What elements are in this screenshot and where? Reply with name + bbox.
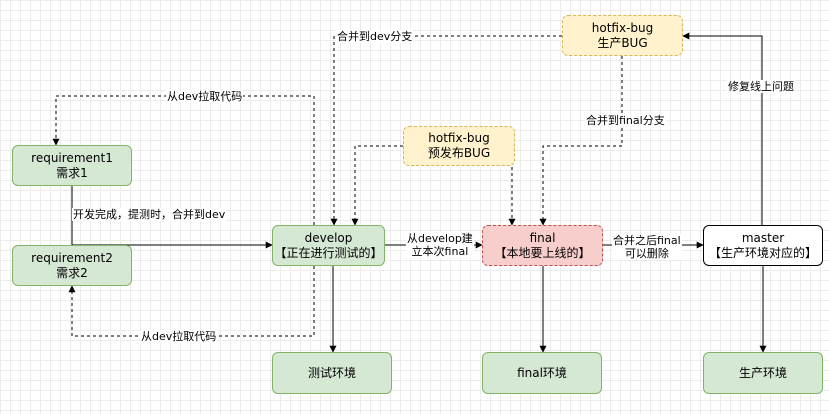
edge-label-delete-final-line1: 合并之后final xyxy=(613,234,681,247)
edge-label-create-final-line1: 从develop建 xyxy=(407,232,473,245)
edge-label-fix-online: 修复线上问题 xyxy=(727,80,795,93)
requirement2-node[interactable]: requirement2 需求2 xyxy=(12,245,132,286)
develop-node[interactable]: develop 【正在进行测试的】 xyxy=(272,225,385,266)
edge-label-delete-final: 合并之后final 可以删除 xyxy=(612,234,682,260)
edge-develop-to-req2 xyxy=(68,266,315,337)
master-subtitle: 【生产环境对应的】 xyxy=(708,245,817,260)
hotfix-prebug-node[interactable]: hotfix-bug 预发布BUG xyxy=(403,126,515,166)
edge-label-merge-to-dev-branch: 合并到dev分支 xyxy=(336,30,414,43)
edge-hotfix-prebug-to-develop xyxy=(351,145,403,226)
edge-label-merge-to-final-branch: 合并到final分支 xyxy=(585,114,666,127)
master-title: master xyxy=(741,230,785,245)
final-env-label: final环境 xyxy=(517,365,567,380)
hotfix-prebug-title: hotfix-bug xyxy=(428,131,490,145)
edge-label-dev-done: 开发完成，提测时，合并到dev xyxy=(72,208,227,221)
final-title: final xyxy=(529,230,556,245)
requirement1-node[interactable]: requirement1 需求1 xyxy=(12,145,132,186)
prod-env-label: 生产环境 xyxy=(738,365,787,380)
edge-label-pull-from-dev-bottom: 从dev拉取代码 xyxy=(140,330,218,343)
edge-label-pull-from-dev-top: 从dev拉取代码 xyxy=(166,90,244,103)
edge-master-to-hotfix-prod xyxy=(682,32,763,225)
edge-label-create-final-line2: 立本次final xyxy=(411,245,469,258)
hotfix-prod-subtitle: 生产BUG xyxy=(597,35,648,50)
hotfix-prebug-subtitle: 预发布BUG xyxy=(427,146,491,160)
final-node[interactable]: final 【本地要上线的】 xyxy=(482,225,603,266)
master-node[interactable]: master 【生产环境对应的】 xyxy=(703,225,823,266)
test-env-node[interactable]: 测试环境 xyxy=(272,352,392,394)
develop-subtitle: 【正在进行测试的】 xyxy=(274,245,383,260)
hotfix-prod-title: hotfix-bug xyxy=(591,20,654,35)
develop-title: develop xyxy=(304,230,353,245)
edge-label-create-final: 从develop建 立本次final xyxy=(406,232,474,258)
requirement1-subtitle: 需求1 xyxy=(56,165,88,180)
edge-hotfix-prod-to-final xyxy=(539,56,623,226)
requirement1-title: requirement1 xyxy=(31,150,113,165)
requirement2-subtitle: 需求2 xyxy=(56,265,88,280)
edge-label-delete-final-line2: 可以删除 xyxy=(624,247,669,260)
final-env-node[interactable]: final环境 xyxy=(482,352,602,394)
edge-hotfix-prod-to-develop xyxy=(330,35,562,226)
prod-env-node[interactable]: 生产环境 xyxy=(703,352,823,394)
requirement2-title: requirement2 xyxy=(31,250,113,265)
hotfix-prod-node[interactable]: hotfix-bug 生产BUG xyxy=(562,15,683,56)
test-env-label: 测试环境 xyxy=(307,365,356,380)
final-subtitle: 【本地要上线的】 xyxy=(494,245,591,260)
